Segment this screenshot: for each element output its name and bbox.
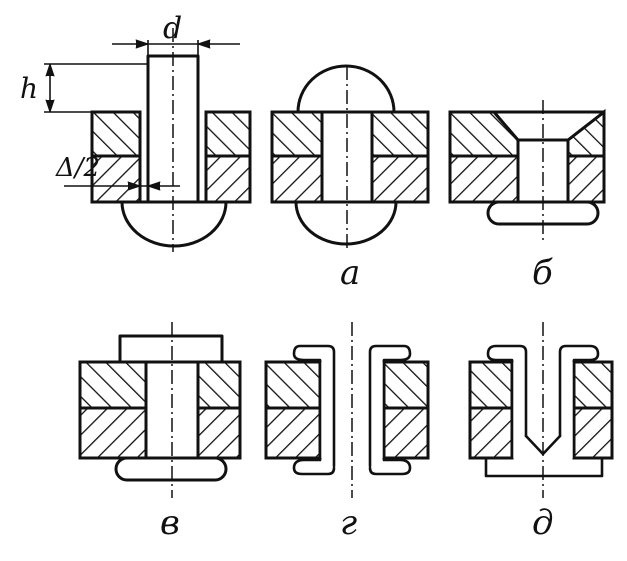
dim-h-label: h <box>20 72 38 105</box>
rivet-head-bottom <box>120 200 228 248</box>
upper-plate-right <box>204 110 252 158</box>
rivet-head-bottom <box>114 456 228 482</box>
figure-dimensioned-rivet: d h Δ/2 <box>20 11 252 252</box>
figure-g-tubular-rivet: г <box>264 322 430 543</box>
fig-d-label: д <box>532 503 554 543</box>
figure-v-flat-heads: в <box>78 322 242 543</box>
figure-a-round-heads: а <box>270 64 430 293</box>
rivet-head-top <box>296 64 396 114</box>
rivet-head-bottom <box>294 200 398 246</box>
fig-b-label: б <box>532 253 553 293</box>
dim-d-label: d <box>163 11 182 46</box>
lower-plate-left <box>90 154 142 204</box>
fig-a-label: а <box>340 253 360 293</box>
upper-plate-left <box>90 110 142 158</box>
lower-plate-right <box>204 154 252 204</box>
dim-delta-label: Δ/2 <box>55 153 100 183</box>
figure-d-blind-rivet: д <box>468 322 614 543</box>
figure-b-countersunk: б <box>448 100 606 293</box>
rivet-head-top <box>118 334 224 364</box>
fig-g-label: г <box>340 503 357 543</box>
tube-wall-left <box>292 344 336 476</box>
flange-left <box>486 344 528 460</box>
closing-flange <box>484 456 604 478</box>
tube-wall-right <box>368 344 412 476</box>
flange-right <box>558 344 600 460</box>
fig-v-label: в <box>160 503 180 543</box>
